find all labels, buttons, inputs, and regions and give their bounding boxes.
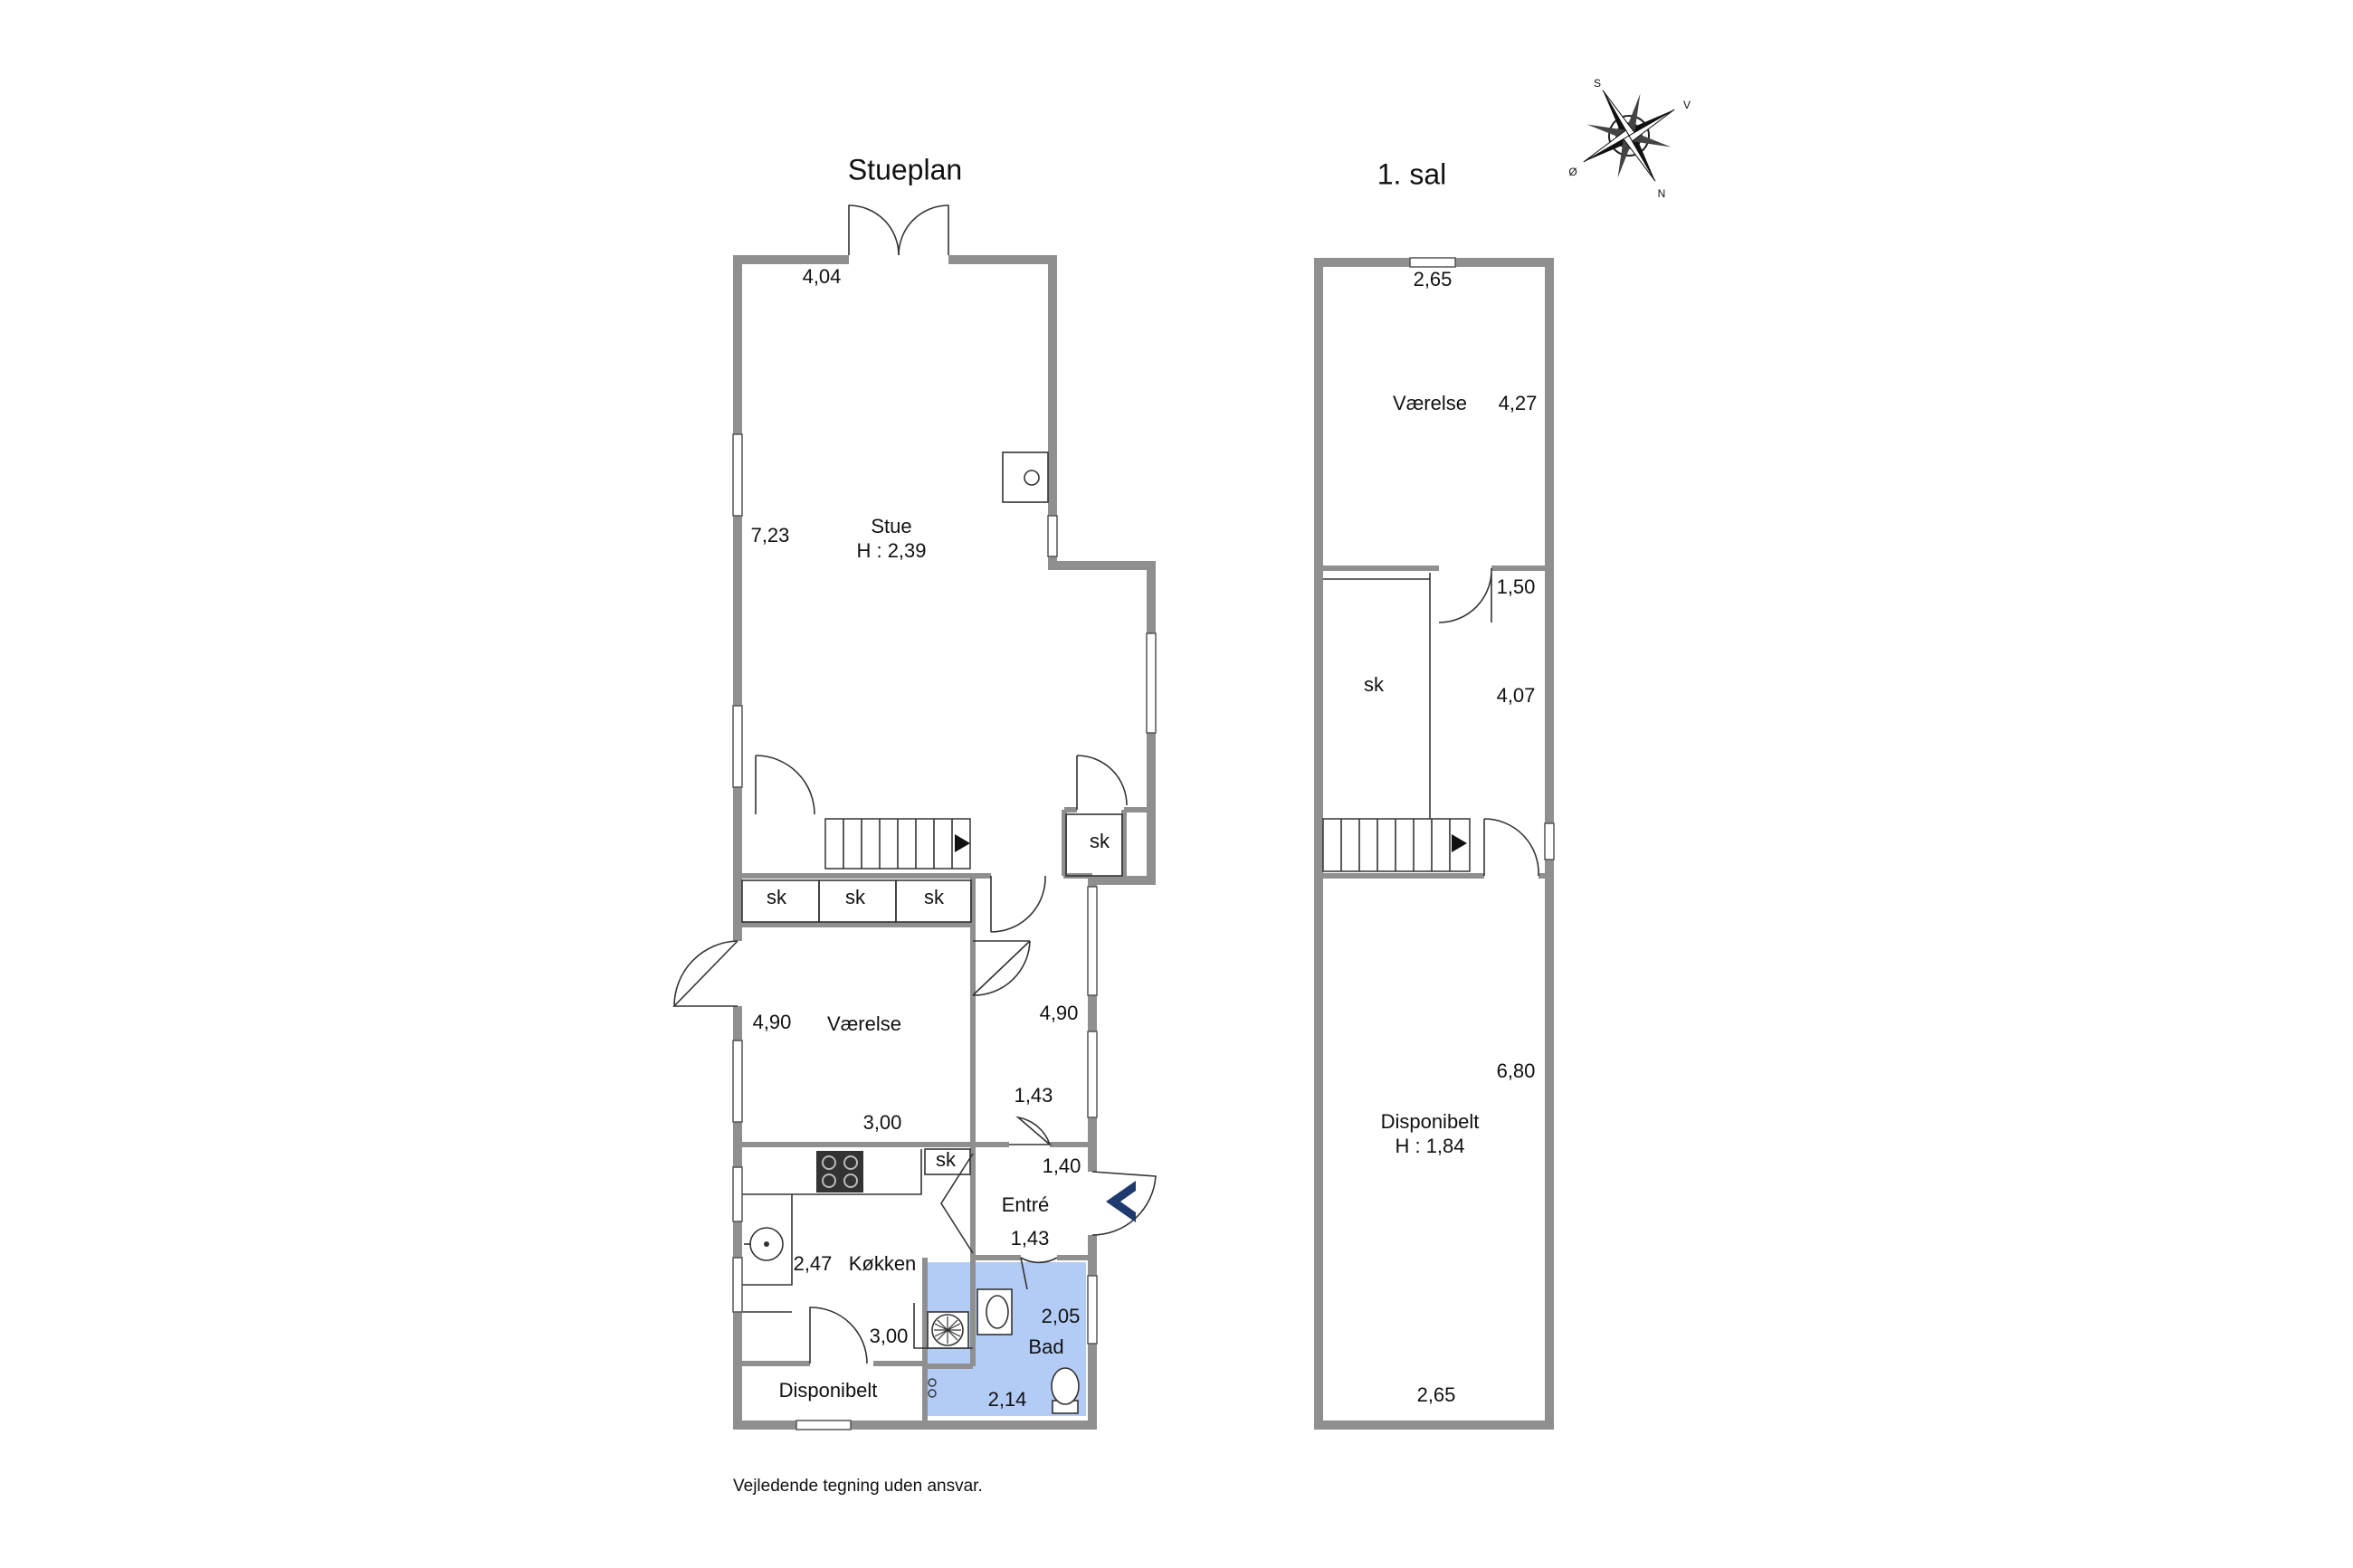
- small-closet-box: [1065, 813, 1123, 877]
- vaerelse-inner-door: [972, 940, 1031, 996]
- dim-stue-length: 7,23: [751, 524, 790, 546]
- first-staircase: [1322, 818, 1471, 872]
- sal-dim-bottom-width: 2,65: [1417, 1383, 1456, 1406]
- kitchen-sink-icon: [744, 1227, 784, 1261]
- sk-closet-1: sk: [767, 886, 787, 908]
- sal-sk: sk: [1364, 673, 1385, 696]
- sk-closet-3: sk: [924, 886, 945, 908]
- heat-pump-icon: [927, 1311, 969, 1349]
- toilet-icon: [1051, 1367, 1080, 1414]
- hall-closets: [741, 879, 972, 923]
- entre-inner-door: [1009, 1116, 1053, 1145]
- sal-dim-disp-length: 6,80: [1497, 1060, 1536, 1082]
- dim-gang-length: 4,90: [1040, 1002, 1079, 1024]
- sal-title: 1. sal: [1377, 157, 1446, 190]
- ground-windows: [732, 433, 1157, 1430]
- first-disponibelt-door: [1483, 818, 1539, 877]
- entre-outline: [940, 1153, 974, 1254]
- compass-n: N: [1658, 187, 1666, 200]
- first-windows: [1409, 257, 1555, 860]
- first-floor-plan: 2,65 Værelse 4,27 1,50 sk 4,07 6,80 Disp…: [1314, 257, 1555, 1430]
- dim-koekken-width: 3,00: [870, 1325, 909, 1347]
- entre-name: Entré: [1002, 1193, 1050, 1216]
- terrace-double-door: [848, 204, 949, 268]
- vaerelse-outer-door: [672, 940, 746, 1007]
- compass-o: Ø: [1568, 166, 1577, 178]
- stueplan-title: Stueplan: [848, 153, 962, 185]
- sal-dim-gang-length: 4,07: [1497, 684, 1536, 707]
- closet-door: [1076, 755, 1128, 810]
- fireplace-icon: [1002, 451, 1049, 503]
- sal-dim-vaerelse-length: 4,27: [1499, 392, 1538, 414]
- kitchen-closet-box: [924, 1148, 971, 1175]
- disponibelt-ground-name: Disponibelt: [779, 1379, 878, 1402]
- entrance-arrow-icon: [1106, 1181, 1136, 1222]
- stue-name: Stue: [871, 515, 911, 537]
- ground-floor-plan: 4,04 Stue H : 2,39 7,23 sk sk sk sk Være…: [672, 204, 1157, 1430]
- bathroom-door: [1020, 1257, 1058, 1290]
- ground-staircase: [824, 818, 971, 870]
- sal-disponibelt-height: H : 1,84: [1395, 1135, 1464, 1157]
- first-exterior-wall: [1314, 258, 1554, 1430]
- sal-vaerelse-name: Værelse: [1393, 392, 1467, 414]
- compass-v: V: [1683, 99, 1691, 111]
- sal-disponibelt-name: Disponibelt: [1381, 1110, 1480, 1133]
- disclaimer-footer: Vejledende tegning uden ansvar.: [733, 1477, 983, 1496]
- sal-dim-top-width: 2,65: [1414, 268, 1453, 290]
- stove-icon: [816, 1151, 863, 1193]
- sk-kitchen: sk: [936, 1148, 957, 1171]
- koekken-name: Køkken: [849, 1252, 917, 1275]
- compass-rose-icon: [1583, 90, 1675, 182]
- bad-name: Bad: [1028, 1335, 1063, 1358]
- compass-s: S: [1594, 77, 1601, 90]
- bathroom-sink-icon: [976, 1288, 1013, 1335]
- hall-door: [990, 875, 1046, 933]
- shower-icon: [928, 1378, 937, 1398]
- vaerelse-name: Værelse: [827, 1012, 901, 1035]
- first-interior-walls: [1319, 565, 1549, 879]
- dim-bad-width: 2,14: [988, 1388, 1027, 1411]
- dim-vaerelse-width: 3,00: [863, 1111, 902, 1134]
- dim-bad-length: 2,05: [1042, 1305, 1081, 1327]
- first-vaerelse-door: [1438, 567, 1492, 623]
- sk-hall: sk: [1090, 830, 1110, 852]
- dim-entre-width: 1,43: [1011, 1227, 1050, 1250]
- dim-entre-length: 1,40: [1043, 1155, 1081, 1177]
- sal-dim-gang-width: 1,50: [1497, 575, 1536, 598]
- stue-door-left: [748, 755, 815, 822]
- dim-koekken-length: 2,47: [794, 1252, 833, 1275]
- kitchen-door: [809, 1307, 868, 1364]
- dim-gang-width: 1,43: [1015, 1084, 1053, 1107]
- stue-height: H : 2,39: [856, 539, 926, 562]
- entre-front-door: [1084, 1171, 1157, 1236]
- dim-vaerelse-length: 4,90: [753, 1011, 792, 1033]
- dim-stue-width: 4,04: [803, 265, 842, 288]
- sk-closet-2: sk: [845, 886, 866, 908]
